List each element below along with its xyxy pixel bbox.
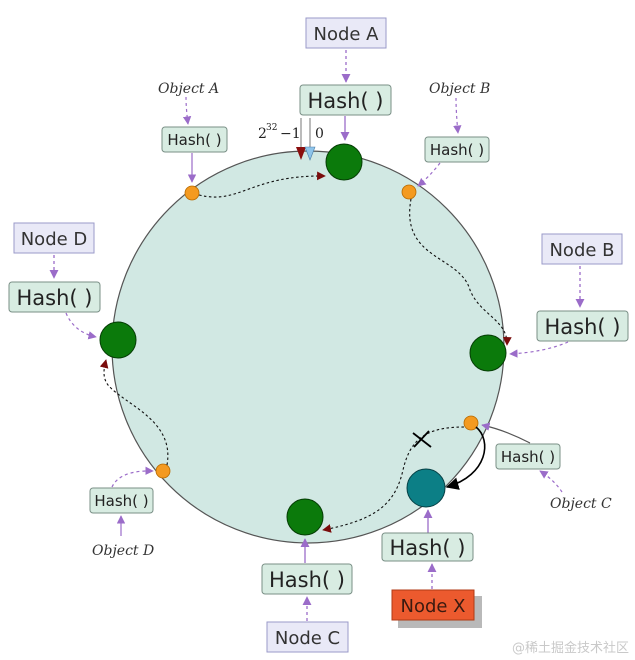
hash-label-object-a: Hash( ) xyxy=(167,131,221,149)
node-x-box xyxy=(391,589,475,621)
object-d xyxy=(155,463,171,479)
node-b xyxy=(469,334,507,372)
object-b xyxy=(401,184,417,200)
arrow-hash-node-d xyxy=(65,312,97,340)
ring-max-exp: 32 xyxy=(266,123,277,133)
node-c-box xyxy=(266,621,349,653)
arrow-hash-object-c xyxy=(481,422,531,444)
arrow-object-c-hash xyxy=(539,470,563,493)
arrow-hash-node-b xyxy=(509,341,569,358)
node-x-label: Node X xyxy=(400,596,465,617)
hash-label-object-d: Hash( ) xyxy=(94,492,148,510)
hash-label-object-b: Hash( ) xyxy=(430,141,484,159)
arrow-hash-object-d xyxy=(111,466,154,488)
hash-box-object-c xyxy=(495,443,561,470)
cut-mark xyxy=(412,430,432,448)
hash-label-node-d: Hash( ) xyxy=(17,286,93,310)
hash-label-object-c: Hash( ) xyxy=(501,448,555,466)
hash-label-node-x: Hash( ) xyxy=(390,536,466,560)
mapping-object-d-to-node-d xyxy=(99,359,169,466)
node-c xyxy=(286,498,324,536)
object-d-label: Object D xyxy=(92,543,154,559)
node-d-label: Node D xyxy=(21,229,88,250)
hash-box-object-d xyxy=(89,487,154,514)
object-a xyxy=(184,185,200,201)
ring-max-suffix: −1 xyxy=(280,126,301,142)
arrow-hash-object-b xyxy=(417,162,441,187)
node-c-label: Node C xyxy=(275,628,340,649)
watermark: @稀土掘金技术社区 xyxy=(512,640,629,656)
hash-box-object-a xyxy=(161,126,228,153)
hash-ring xyxy=(111,150,505,544)
ring-max-pointer xyxy=(296,147,306,160)
object-c xyxy=(463,415,479,431)
mapping-object-c-to-node-c xyxy=(322,426,465,533)
hash-box-node-x xyxy=(381,532,474,562)
node-d-box xyxy=(13,222,95,254)
node-a-label: Node A xyxy=(313,24,379,45)
arrow-object-a-hash xyxy=(182,96,192,125)
hash-label-node-a: Hash( ) xyxy=(308,89,384,113)
hash-label-node-c: Hash( ) xyxy=(269,568,345,592)
node-b-label: Node B xyxy=(549,240,614,261)
arrow-object-b-hash xyxy=(453,97,462,134)
node-a xyxy=(325,143,363,181)
node-b-box xyxy=(541,233,623,265)
node-a-box xyxy=(305,17,387,49)
hash-box-node-a xyxy=(299,84,392,116)
hash-box-node-d xyxy=(8,281,101,313)
object-c-label: Object C xyxy=(550,496,612,512)
node-d xyxy=(99,321,137,359)
object-a-label: Object A xyxy=(158,81,219,97)
ring-zero-pointer xyxy=(304,146,316,161)
hash-box-node-c xyxy=(261,563,353,595)
ring-zero: 0 xyxy=(315,126,324,142)
object-b-label: Object B xyxy=(429,81,490,97)
hash-label-node-b: Hash( ) xyxy=(545,315,621,339)
hash-box-node-b xyxy=(536,310,629,342)
mapping-object-c-to-node-x xyxy=(445,426,486,490)
hash-box-object-b xyxy=(424,136,490,163)
node-x xyxy=(406,468,446,508)
mapping-object-a-to-node-a xyxy=(198,171,326,198)
mapping-object-b-to-node-b xyxy=(409,198,512,346)
ring-max-base: 2 xyxy=(258,126,267,142)
